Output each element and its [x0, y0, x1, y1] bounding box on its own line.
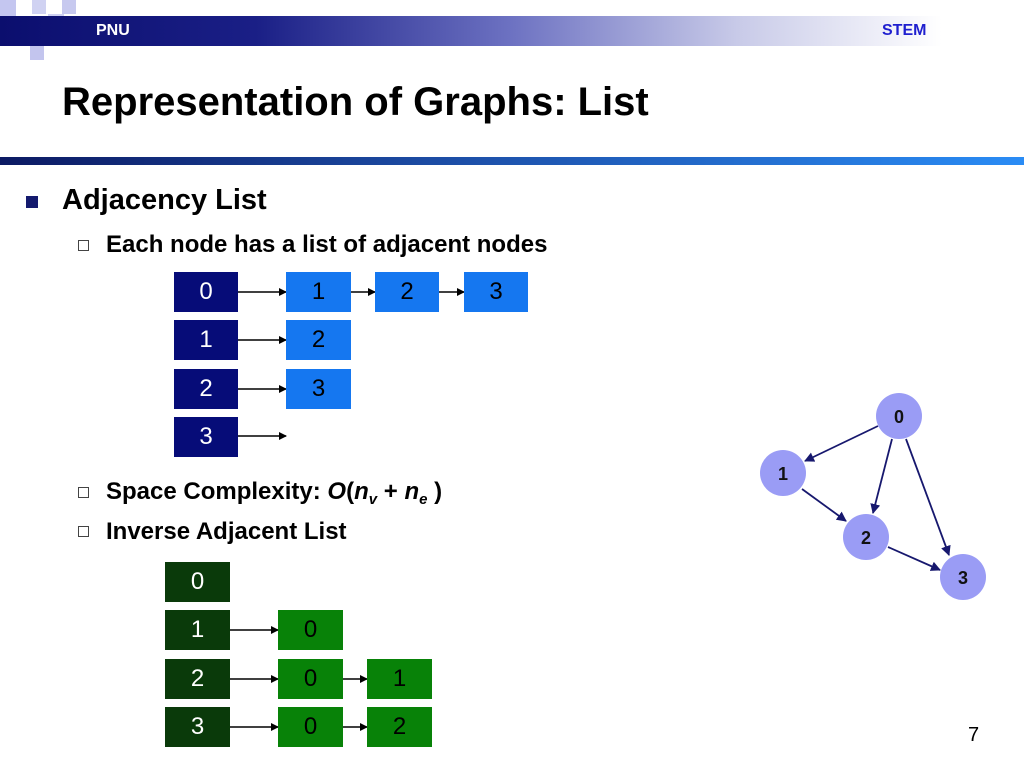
- hollow-square-icon: [78, 240, 89, 251]
- inv-node: 0: [278, 707, 343, 747]
- adj-node: 1: [286, 272, 351, 312]
- graph-node-3: 3: [940, 554, 986, 600]
- bullet-square-icon: [26, 196, 38, 208]
- paren-open: (: [346, 478, 355, 505]
- bullet-adjacency-list: Adjacency List: [62, 184, 267, 216]
- graph-node-label: 0: [894, 407, 904, 427]
- adj-node: 2: [375, 272, 439, 312]
- inv-node: 0: [278, 610, 343, 650]
- sub-bullet-space-complexity: Space Complexity: O(nv + ne ): [106, 478, 442, 508]
- inv-node: 1: [367, 659, 432, 699]
- n-symbol: n: [404, 478, 420, 505]
- hollow-square-icon: [78, 487, 89, 498]
- graph-node-label: 3: [958, 568, 968, 588]
- adj-head-2: 2: [174, 369, 238, 409]
- inv-head-2: 2: [165, 659, 230, 699]
- hollow-square-icon: [78, 526, 89, 537]
- plus-sign: +: [377, 478, 405, 505]
- paren-close: ): [427, 478, 443, 505]
- inv-head-1: 1: [165, 610, 230, 650]
- sub-bullet-each-node: Each node has a list of adjacent nodes: [106, 231, 548, 258]
- adj-head-1: 1: [174, 320, 238, 360]
- header-band: [0, 16, 1024, 46]
- page-number: 7: [968, 724, 980, 746]
- adj-node: 3: [464, 272, 528, 312]
- inv-node: 2: [367, 707, 432, 747]
- n-symbol: n: [354, 478, 369, 505]
- subscript-e: e: [419, 491, 428, 508]
- directed-graph: 0 1 2 3: [760, 393, 986, 600]
- adj-node: 3: [286, 369, 351, 409]
- inv-head-0: 0: [165, 562, 230, 602]
- adj-head-3: 3: [174, 417, 238, 457]
- inv-node: 0: [278, 659, 343, 699]
- title-divider: [0, 157, 1024, 165]
- graph-edge-0-3: [905, 438, 951, 556]
- subscript-v: v: [368, 491, 378, 508]
- header-right-label: STEM: [882, 22, 927, 39]
- graph-edge-1-2: [801, 488, 847, 522]
- graph-node-0: 0: [876, 393, 922, 439]
- inv-head-3: 3: [165, 707, 230, 747]
- header-left-label: PNU: [96, 22, 130, 39]
- adj-node: 2: [286, 320, 351, 360]
- graph-edge-2-3: [887, 546, 941, 571]
- graph-edge-0-2: [870, 438, 893, 514]
- graph-node-label: 2: [861, 528, 871, 548]
- graph-node-2: 2: [843, 514, 889, 560]
- slide-title: Representation of Graphs: List: [62, 80, 649, 124]
- graph-node-label: 1: [778, 464, 788, 484]
- adj-head-0: 0: [174, 272, 238, 312]
- big-o-symbol: O: [327, 478, 347, 505]
- graph-node-1: 1: [760, 450, 806, 496]
- space-complexity-label: Space Complexity:: [106, 478, 328, 505]
- sub-bullet-inverse: Inverse Adjacent List: [106, 518, 347, 545]
- graph-edge-0-1: [804, 425, 879, 462]
